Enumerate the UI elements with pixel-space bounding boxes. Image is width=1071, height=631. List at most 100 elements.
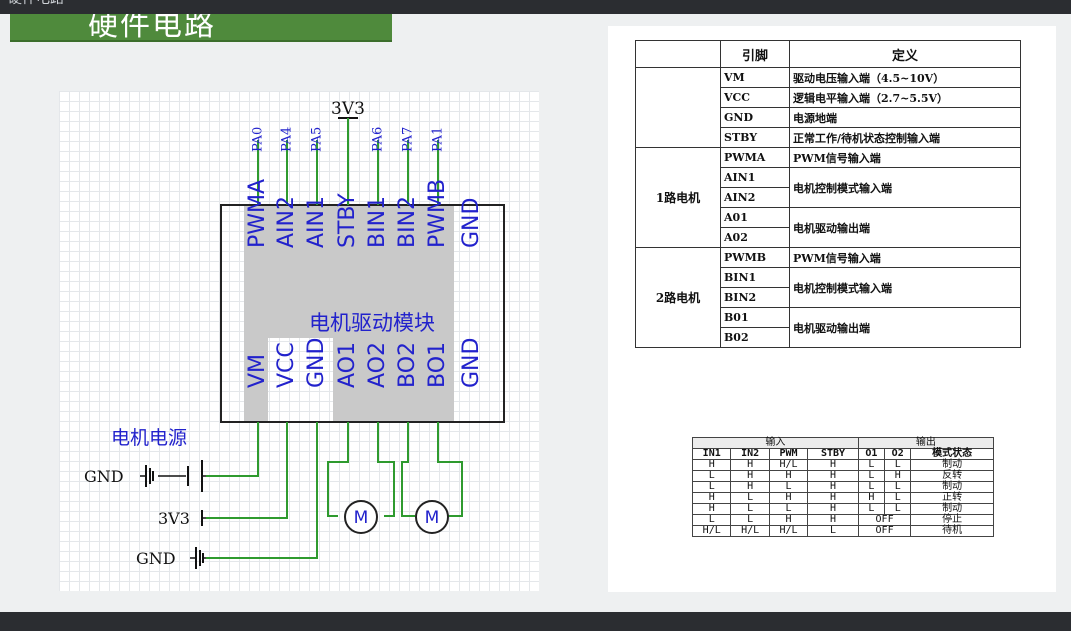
truth-table-cell: L xyxy=(884,459,912,471)
pin-table-row: B02 xyxy=(636,327,1021,348)
truth-table-cell: L xyxy=(730,503,770,515)
truth-table-header-cell: IN2 xyxy=(730,448,770,460)
truth-table-cell: L xyxy=(768,503,809,515)
pin-table-definition-cell: 电机驱动输出端 xyxy=(789,307,1021,348)
truth-table-header-cell: PWM xyxy=(768,448,809,460)
truth-table-cell: OFF xyxy=(857,525,912,537)
truth-table-group-header: 输入 xyxy=(692,437,859,449)
truth-table-cell: 制动 xyxy=(910,459,994,471)
pin-table-pin-cell: PWMB xyxy=(720,247,790,268)
truth-table-cell: H xyxy=(807,481,859,493)
pin-table-pin-cell: A02 xyxy=(720,227,790,248)
truth-table-header-cell: 模式状态 xyxy=(910,448,994,460)
truth-table-cell: H xyxy=(857,492,886,504)
truth-table-cell: L xyxy=(884,492,912,504)
truth-table-header-cell: STBY xyxy=(807,448,859,460)
truth-table-cell: H xyxy=(807,470,859,482)
truth-table-header-cell: IN1 xyxy=(691,448,732,460)
schematic-grid-panel xyxy=(59,91,539,591)
pin-table-header-cell: 定义 xyxy=(789,40,1021,68)
truth-table-cell: 制动 xyxy=(910,503,994,515)
truth-table-cell: L xyxy=(691,514,732,526)
pin-table-definition-cell: 电机控制模式输入端 xyxy=(789,167,1021,208)
truth-table-cell: L xyxy=(884,503,912,515)
title-banner: 硬件电路 xyxy=(10,14,392,40)
pin-table-pin-cell: STBY xyxy=(720,127,790,148)
truth-table-cell: L xyxy=(857,459,886,471)
truth-table-cell: H/L xyxy=(691,525,732,537)
truth-table-cell: L xyxy=(730,492,770,504)
truth-table-cell: H xyxy=(884,470,912,482)
pin-table-pin-cell: BIN2 xyxy=(720,287,790,308)
truth-table-cell: H/L xyxy=(730,525,770,537)
truth-table-header-cell: O2 xyxy=(884,448,912,460)
truth-table-cell: H xyxy=(807,459,859,471)
truth-table-cell: L xyxy=(857,481,886,493)
truth-table-cell: L xyxy=(730,514,770,526)
truth-table-cell: 待机 xyxy=(910,525,994,537)
truth-table-cell: L xyxy=(884,481,912,493)
truth-table-cell: L xyxy=(691,481,732,493)
pin-table-definition-cell: 电源地端 xyxy=(789,107,1021,128)
pin-table-group-cell xyxy=(635,67,721,148)
truth-table-cell: H xyxy=(807,503,859,515)
pin-table-definition-cell: 电机控制模式输入端 xyxy=(789,267,1021,308)
pin-table-row: A02 xyxy=(636,227,1021,248)
truth-table-cell: H xyxy=(768,470,809,482)
pin-table-header-row: 引脚定义 xyxy=(635,40,1021,68)
pin-table-pin-cell: GND xyxy=(720,107,790,128)
pin-table-pin-cell: B02 xyxy=(720,327,790,348)
pin-table-pin-cell: A01 xyxy=(720,207,790,228)
truth-table-cell: H xyxy=(691,459,732,471)
pin-table-definition-cell: 正常工作/待机状态控制输入端 xyxy=(789,127,1021,148)
truth-table-cell: 停止 xyxy=(910,514,994,526)
pin-table-definition-cell: PWM信号输入端 xyxy=(789,147,1021,168)
window-title-label: 硬件电路 xyxy=(8,0,64,8)
truth-table-cell: H xyxy=(691,503,732,515)
truth-table-cell: H xyxy=(807,514,859,526)
pin-table-group-cell: 2路电机 xyxy=(635,247,721,348)
pin-table-pin-cell: VM xyxy=(720,67,790,88)
pin-table-pin-cell: B01 xyxy=(720,307,790,328)
truth-table-cell: H xyxy=(768,514,809,526)
truth-table-cell: H/L xyxy=(768,459,809,471)
truth-table-header-cell: O1 xyxy=(857,448,886,460)
pin-table-header-cell xyxy=(635,40,721,68)
truth-table-cell: H xyxy=(768,492,809,504)
pin-table-pin-cell: PWMA xyxy=(720,147,790,168)
truth-table-cell: OFF xyxy=(857,514,912,526)
pin-table-definition-cell: 驱动电压输入端（4.5~10V） xyxy=(789,67,1021,88)
truth-table-cell: H xyxy=(691,492,732,504)
pin-table-definition-cell: 电机驱动输出端 xyxy=(789,207,1021,248)
pin-table-definition-cell: PWM信号输入端 xyxy=(789,247,1021,268)
truth-table-cell: L xyxy=(807,525,859,537)
pin-table-pin-cell: AIN2 xyxy=(720,187,790,208)
slide-title: 硬件电路 xyxy=(88,14,216,40)
truth-table-cell: H xyxy=(730,481,770,493)
truth-table-cell: L xyxy=(691,470,732,482)
truth-table-cell: H/L xyxy=(768,525,809,537)
pin-table-definition-cell: 逻辑电平输入端（2.7~5.5V） xyxy=(789,87,1021,108)
truth-table-cell: 制动 xyxy=(910,481,994,493)
truth-table-cell: 正转 xyxy=(910,492,994,504)
pin-table-header-cell: 引脚 xyxy=(720,40,790,68)
pin-table-group-cell: 1路电机 xyxy=(635,147,721,248)
truth-table-cell: H xyxy=(730,470,770,482)
pin-table-pin-cell: BIN1 xyxy=(720,267,790,288)
truth-table-cell: H xyxy=(807,492,859,504)
truth-table-group-row: 输入输出 xyxy=(692,437,995,449)
